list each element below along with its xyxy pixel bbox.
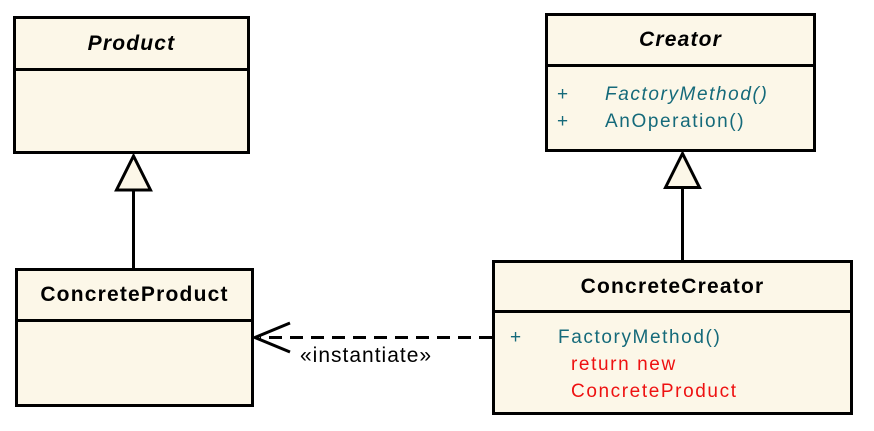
product-class-box: Product [13, 16, 250, 154]
code-note-line: return new [571, 354, 677, 375]
code-note-line: ConcreteProduct [571, 381, 738, 402]
creator-class-title: Creator [548, 16, 813, 67]
creator-method-factorymethod: + FactoryMethod() [557, 81, 813, 108]
creator-class-box: Creator + FactoryMethod() + AnOperation(… [545, 13, 816, 152]
creator-method-anoperation: + AnOperation() [557, 108, 813, 135]
method-name: AnOperation() [605, 111, 746, 132]
generalization-arrowhead-product [114, 152, 153, 192]
product-class-title: Product [16, 19, 247, 71]
concrete-product-class-box: ConcreteProduct [15, 268, 254, 407]
concrete-creator-class-body: + FactoryMethod() return new ConcretePro… [495, 313, 850, 405]
concrete-product-class-title: ConcreteProduct [18, 271, 251, 322]
concrete-creator-class-box: ConcreteCreator + FactoryMethod() return… [492, 260, 853, 415]
instantiate-arrowhead [251, 321, 291, 354]
instantiate-label: «instantiate» [300, 344, 433, 367]
method-visibility: + [510, 327, 523, 348]
concrete-creator-method-factorymethod: + FactoryMethod() [510, 324, 850, 351]
method-name: FactoryMethod() [605, 84, 769, 105]
creator-class-body: + FactoryMethod() + AnOperation() [548, 67, 813, 135]
generalization-arrowhead-creator [663, 150, 702, 189]
method-name: FactoryMethod() [558, 327, 722, 348]
concrete-creator-class-title: ConcreteCreator [495, 263, 850, 313]
method-visibility: + [557, 111, 570, 132]
method-visibility: + [557, 84, 570, 105]
